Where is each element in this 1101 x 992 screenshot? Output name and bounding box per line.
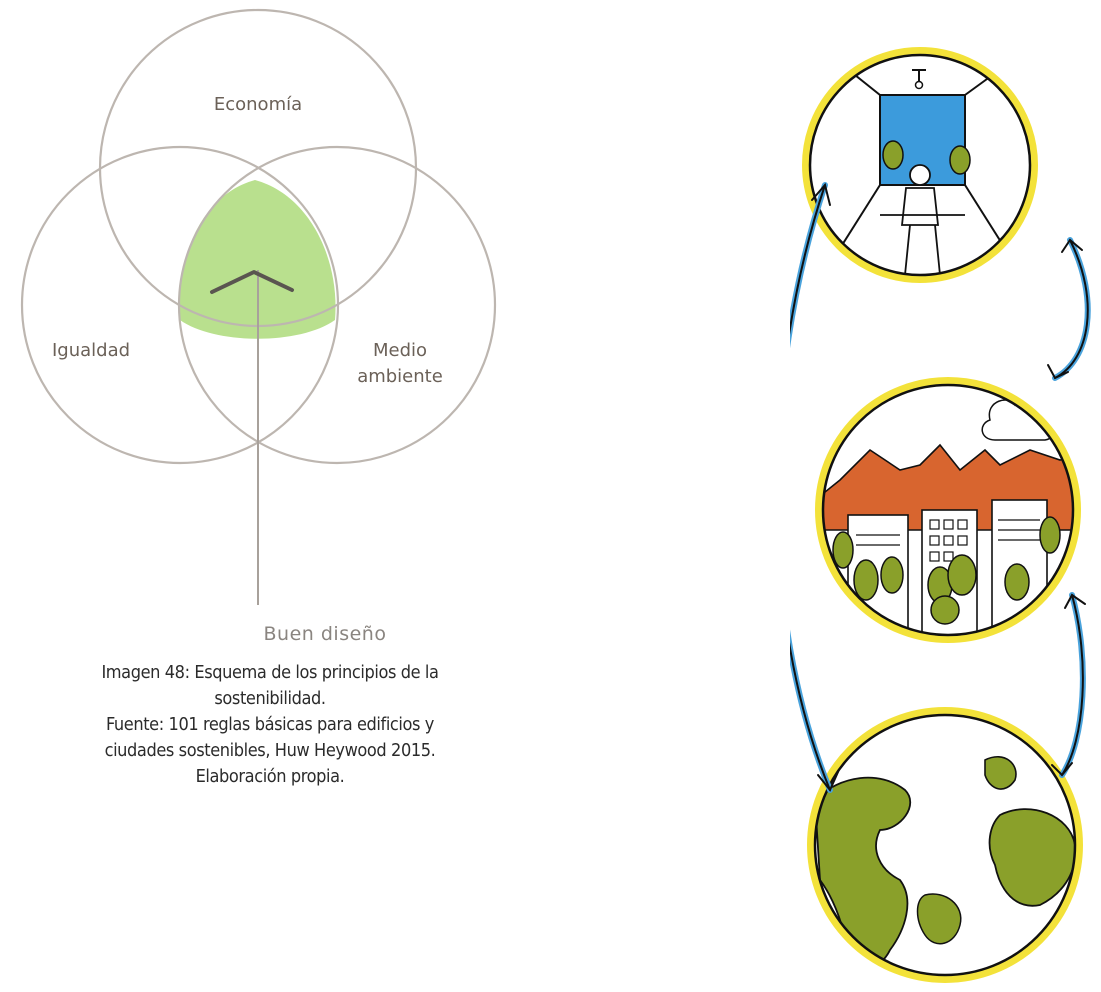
scale-sketch-illustration: [790, 47, 1091, 983]
label-ambiente: ambiente: [357, 366, 443, 387]
caption-line: sostenibilidad.: [214, 688, 326, 709]
label-igualdad: Igualdad: [52, 340, 130, 361]
room-circle: [802, 47, 1038, 283]
city-circle: [815, 377, 1081, 643]
arrow-head-icon: [210, 270, 294, 294]
venn-intersection: [179, 180, 336, 339]
circle-igualdad: [20, 145, 340, 465]
caption-line: ciudades sostenibles, Huw Heywood 2015.: [104, 740, 436, 761]
caption-line: Imagen 48: Esquema de los principios de …: [101, 662, 439, 683]
label-medio: Medio: [373, 340, 427, 361]
scale-arrows: [790, 182, 1091, 793]
sustainability-venn-diagram: Economía Igualdad Medio ambiente Buen di…: [20, 8, 497, 645]
caption-line: Fuente: 101 reglas básicas para edificio…: [106, 714, 434, 735]
figure-caption: Imagen 48: Esquema de los principios de …: [40, 660, 500, 790]
label-economia: Economía: [214, 94, 302, 115]
caption-line: Elaboración propia.: [195, 766, 345, 787]
circle-medio-ambiente: [177, 145, 497, 465]
earth-circle: [807, 707, 1083, 983]
label-buen-diseno: Buen diseño: [264, 623, 387, 645]
